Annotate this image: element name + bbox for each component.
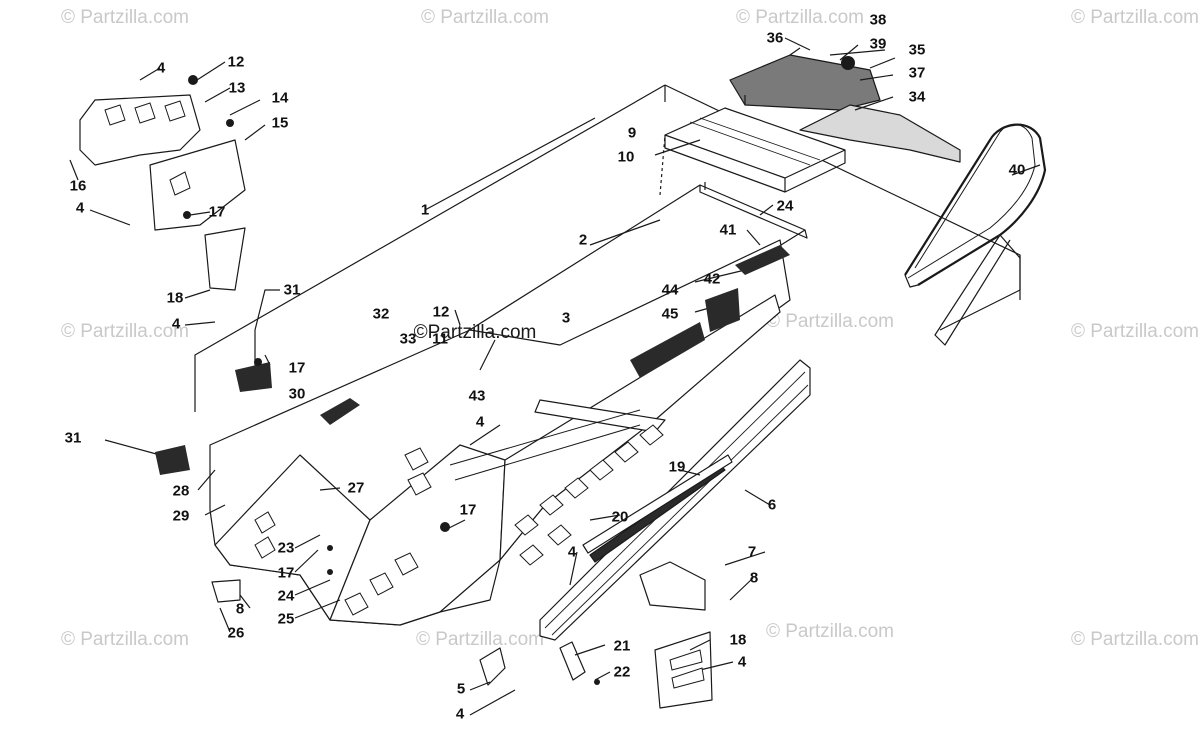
callout-label: 7: [747, 543, 757, 561]
callout-label: 25: [277, 610, 295, 628]
callout-label: 6: [767, 496, 777, 514]
callout-label: 4: [75, 199, 85, 217]
callout-label: 40: [1008, 161, 1026, 179]
footrest-plate: [204, 227, 246, 291]
watermark: © Partzilla.com: [60, 629, 190, 650]
callout-label: 14: [271, 89, 289, 107]
callout-label: 1: [420, 201, 430, 219]
callout-label: 21: [613, 637, 631, 655]
callout-label: 35: [908, 41, 926, 59]
nut: [327, 569, 333, 575]
callout-label: 4: [475, 413, 485, 431]
callout-label: 5: [456, 680, 466, 698]
decal: [630, 322, 705, 378]
callout-label: 26: [227, 624, 245, 642]
leader-line: [424, 117, 596, 211]
callout-label: 36: [766, 29, 784, 47]
watermark: © Partzilla.com: [60, 7, 190, 28]
callout-label: 4: [567, 543, 577, 561]
decal: [235, 362, 272, 392]
watermark: © Partzilla.com: [1070, 321, 1200, 342]
callout-label: 44: [661, 281, 679, 299]
callout-label: 16: [69, 177, 87, 195]
callout-label: 4: [455, 705, 465, 723]
decal: [155, 445, 190, 475]
callout-label: 42: [703, 270, 721, 288]
callout-label: 4: [171, 315, 181, 333]
watermark: © Partzilla.com: [735, 7, 865, 28]
callout-label: 2: [578, 231, 588, 249]
rear-seat-trim: [799, 104, 961, 163]
nut: [188, 75, 198, 85]
callout-label: 23: [277, 539, 295, 557]
nut: [327, 545, 333, 551]
callout-label: 31: [64, 429, 82, 447]
bolt: [594, 679, 600, 685]
nut: [440, 522, 450, 532]
bracket: [559, 641, 586, 681]
rear-seat-cover: [729, 54, 881, 111]
callout-label: 15: [271, 114, 289, 132]
decal: [320, 398, 360, 425]
callout-label: 29: [172, 507, 190, 525]
callout-label: 43: [468, 387, 486, 405]
callout-label: 17: [288, 359, 306, 377]
watermark: © Partzilla.com: [420, 7, 550, 28]
callout-label: 22: [613, 663, 631, 681]
bolt: [226, 119, 234, 127]
callout-label: 45: [661, 305, 679, 323]
footrest-bracket-right: [639, 561, 706, 611]
bracket: [211, 579, 241, 603]
watermark: © Partzilla.com: [1070, 7, 1200, 28]
callout-label: 18: [166, 289, 184, 307]
callout-label: 41: [719, 221, 737, 239]
watermark-center: ©Partzilla.com: [413, 322, 537, 343]
callout-label: 38: [869, 11, 887, 29]
callout-label: 8: [235, 600, 245, 618]
callout-label: 18: [729, 631, 747, 649]
callout-label: 17: [208, 203, 226, 221]
callout-label: 9: [627, 124, 637, 142]
watermark: © Partzilla.com: [765, 621, 895, 642]
grab-handle: [904, 123, 1047, 286]
callout-label: 31: [283, 281, 301, 299]
decal: [735, 245, 790, 275]
side-rail-strip: [582, 454, 733, 554]
callout-label: 4: [737, 653, 747, 671]
callout-label: 12: [227, 53, 245, 71]
callout-label: 11: [432, 330, 448, 348]
watermark: © Partzilla.com: [415, 629, 545, 650]
watermark: © Partzilla.com: [1070, 629, 1200, 650]
decal: [705, 288, 740, 332]
callout-label: 24: [776, 197, 794, 215]
callout-label: 37: [908, 64, 926, 82]
callout-label: 17: [277, 564, 295, 582]
watermark: © Partzilla.com: [60, 321, 190, 342]
callout-label: 24: [277, 587, 295, 605]
clip: [841, 56, 855, 70]
callout-label: 17: [459, 501, 477, 519]
callout-label: 30: [288, 385, 306, 403]
callout-label: 33: [399, 330, 417, 348]
callout-label: 10: [617, 148, 635, 166]
callout-label: 20: [611, 508, 629, 526]
callout-label: 32: [372, 305, 390, 323]
callout-label: 4: [156, 59, 166, 77]
callout-label: 13: [228, 79, 246, 97]
callout-label: 34: [908, 88, 926, 106]
nut: [183, 211, 191, 219]
callout-label: 8: [749, 569, 759, 587]
callout-label: 19: [668, 458, 686, 476]
callout-label: 28: [172, 482, 190, 500]
callout-label: 27: [347, 479, 365, 497]
callout-label: 3: [561, 309, 571, 327]
callout-label: 39: [869, 35, 887, 53]
watermark: © Partzilla.com: [765, 311, 895, 332]
nut: [254, 358, 262, 366]
callout-label: 12: [432, 303, 450, 321]
bracket: [479, 647, 506, 686]
